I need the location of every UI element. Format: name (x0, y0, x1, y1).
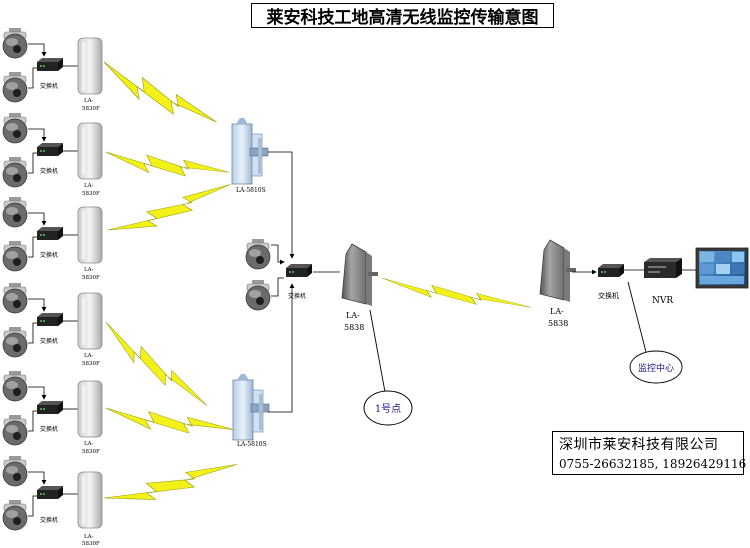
switch-label: 交换机 (598, 291, 619, 300)
cpe-label-2: 5830F (82, 106, 100, 112)
long-range-antenna-b (539, 239, 577, 303)
monitor-center-label: 监控中心 (638, 362, 674, 374)
switch-icon (37, 401, 63, 414)
dome-camera (2, 196, 28, 228)
cpe-label-2: 5830F (82, 191, 100, 197)
switch-icon (37, 143, 63, 156)
link-a-label-1: LA- (346, 311, 360, 320)
switch-icon (37, 486, 63, 499)
center-camera-group: 交换机 (245, 238, 312, 311)
wireless-link-bolt (105, 136, 230, 188)
switch-label: 交换机 (40, 251, 58, 259)
camera-group-4: 交换机 LA- 5830F (2, 282, 103, 367)
dome-camera (2, 112, 28, 144)
cpe-antenna-icon (77, 206, 103, 264)
dome-camera (2, 240, 28, 272)
switch-icon (37, 313, 63, 326)
wireless-links (91, 61, 533, 531)
cpe-label-1: LA- (84, 98, 94, 104)
switch-label: 交换机 (40, 82, 58, 90)
cpe-antenna-icon (77, 122, 103, 180)
monitor-center-ellipse (629, 350, 683, 384)
dome-camera (2, 414, 28, 446)
company-name: 深圳市莱安科技有限公司 (559, 437, 719, 453)
dome-camera (245, 279, 271, 311)
switch-label: 交换机 (288, 292, 306, 300)
switch-icon (598, 264, 624, 277)
dome-camera (2, 282, 28, 314)
company-phone: 0755-26632185, 18926429116 (559, 457, 747, 471)
cpe-antenna-icon (77, 292, 103, 350)
cpe-antenna-icon (77, 380, 103, 438)
switch-label: 交换机 (40, 167, 58, 175)
dome-camera (2, 71, 28, 103)
dome-camera (245, 238, 271, 270)
wireless-link-bolt (103, 431, 238, 531)
camera-group-5: 交换机 LA- 5830F (2, 370, 103, 455)
link-b-label-2: 5838 (548, 319, 568, 328)
dome-camera (2, 326, 28, 358)
dome-camera (2, 156, 28, 188)
switch-icon (37, 58, 63, 71)
wireless-link-bolt (91, 321, 222, 406)
hub-sector-antenna-bottom (232, 373, 270, 441)
camera-group-6: 交换机 LA- 5830F (2, 455, 103, 547)
switch-label: 交换机 (40, 516, 58, 524)
hub-sector-antenna-top (231, 117, 269, 185)
cpe-label-2: 5830F (82, 449, 100, 455)
cpe-label-1: LA- (84, 353, 94, 359)
hub-bottom-label: LA-5810S (237, 441, 267, 448)
nvr-recorder-icon (644, 258, 682, 278)
camera-group-2: 交换机 LA- 5830F (2, 112, 103, 197)
nvr-label: NVR (652, 296, 673, 306)
dome-camera (2, 370, 28, 402)
wireless-link-bolt (97, 61, 224, 123)
link-b-label-1: LA- (550, 307, 564, 316)
cpe-label-1: LA- (84, 267, 94, 273)
switch-label: 交换机 (40, 337, 58, 345)
dome-camera (2, 499, 28, 531)
cpe-label-1: LA- (84, 183, 94, 189)
cpe-label-1: LA- (84, 441, 94, 447)
dome-camera (2, 455, 28, 487)
switch-label: 交换机 (40, 425, 58, 433)
wireless-link-bolt (105, 394, 236, 444)
dome-camera (2, 27, 28, 59)
point1-ellipse (363, 390, 413, 426)
link-a-label-2: 5838 (344, 323, 364, 332)
camera-group-3: 交换机 LA- 5830F (2, 196, 103, 281)
cpe-antenna-icon (77, 471, 103, 529)
camera-group-1: 交换机 LA- 5830F (2, 27, 103, 112)
switch-icon (286, 264, 312, 277)
diagram-title: 莱安科技工地高清无线监控传输意图 (251, 3, 554, 28)
long-range-antenna-a (341, 243, 379, 307)
hub-top-label: LA-5810S (236, 187, 266, 194)
switch-icon (37, 227, 63, 240)
point1-label: 1号点 (375, 403, 401, 415)
cpe-label-2: 5830F (82, 541, 100, 547)
cpe-label-2: 5830F (82, 275, 100, 281)
company-info-box: 深圳市莱安科技有限公司 0755-26632185, 18926429116 (552, 431, 747, 475)
monitor-screen-icon (695, 247, 749, 289)
wireless-link-bolt (380, 277, 533, 309)
cpe-label-1: LA- (84, 534, 94, 540)
cpe-label-2: 5830F (82, 361, 100, 367)
cpe-antenna-icon (77, 37, 103, 95)
